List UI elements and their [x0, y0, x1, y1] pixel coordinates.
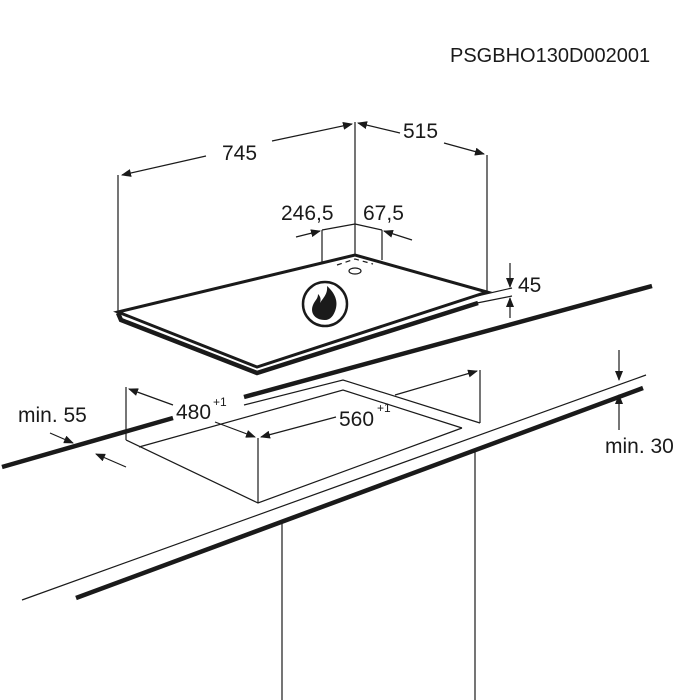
cutout-width-label: 560 [339, 408, 374, 431]
hob-height-label: 45 [518, 274, 541, 297]
hob-edge [115, 300, 479, 376]
hob-top [113, 253, 493, 369]
worktop-cutout [125, 370, 481, 504]
diagram-code: PSGBHO130D002001 [450, 45, 650, 67]
worktop [1, 283, 653, 700]
hob-width-label: 745 [222, 142, 257, 165]
cutout-depth-tolerance: +1 [213, 395, 227, 409]
hob-depth-label: 515 [403, 120, 438, 143]
gas-flame-icon [301, 280, 349, 328]
cutout-depth-label: 480 [176, 401, 211, 424]
cutout-width-tolerance: +1 [377, 401, 391, 415]
gas-inlet-left-offset-label: 246,5 [281, 202, 334, 225]
gas-inlet-back-offset-label: 67,5 [363, 202, 404, 225]
min-front-distance-label: min. 55 [18, 404, 87, 427]
min-worktop-thickness-label: min. 30 [605, 435, 674, 458]
gas-inlet-icon [348, 267, 362, 275]
hob [113, 122, 493, 376]
